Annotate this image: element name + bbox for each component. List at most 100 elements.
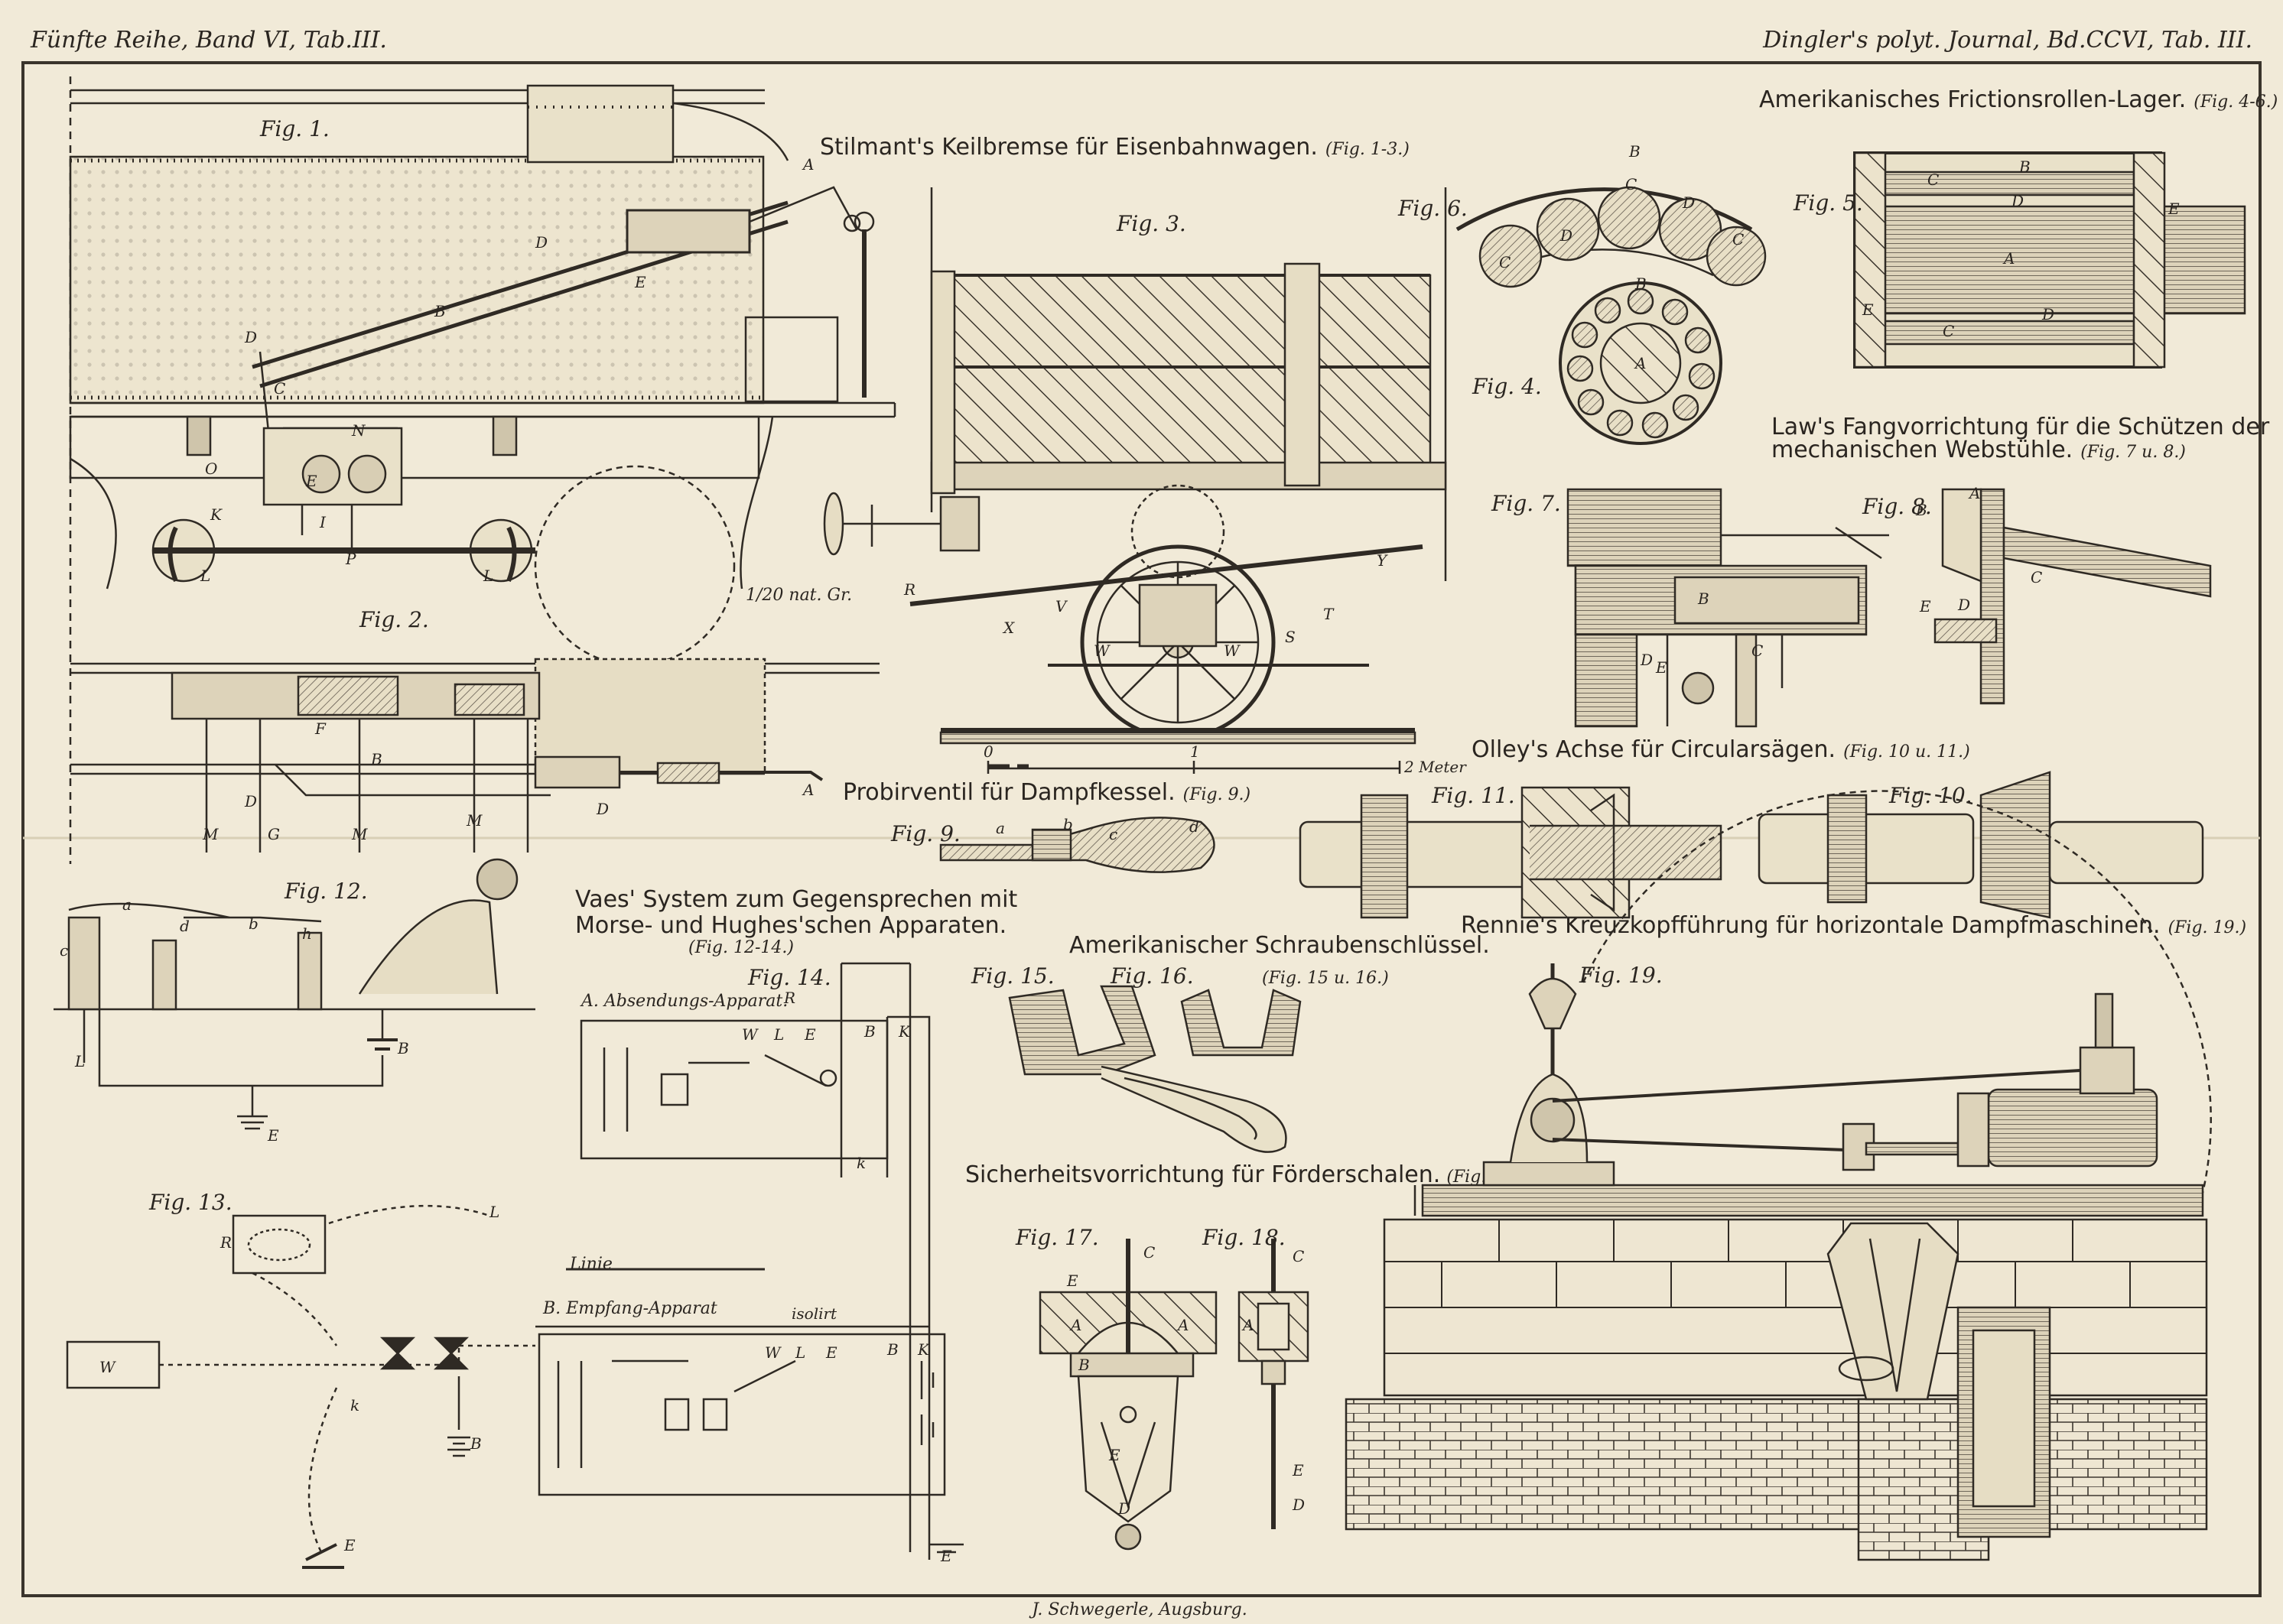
- svg-text:(Fig. 15 u. 16.): (Fig. 15 u. 16.): [1262, 969, 1389, 988]
- fig5-letter-D: D: [2011, 192, 2024, 210]
- fig12-letter-B: B: [397, 1039, 409, 1057]
- fig14-letter-E: E: [804, 1025, 816, 1044]
- section-vaes-title: Vaes' System zum Gegensprechen mit Morse…: [575, 886, 1017, 957]
- svg-text:Stilmant's Keilbremse für Eise: Stilmant's Keilbremse für Eisenbahnwagen…: [820, 134, 1410, 161]
- fig14-letter-L: L: [773, 1025, 784, 1044]
- fig14-letter-E2: E: [825, 1343, 837, 1362]
- fig8-label: Fig. 8.: [1862, 494, 1932, 519]
- fig5-bearing-section-drawing: [1853, 151, 2246, 369]
- fig4-letter-A: A: [1634, 354, 1646, 372]
- fig5-letter-E2: E: [1862, 300, 1874, 319]
- scale-ratio-label: 1/20 nat. Gr.: [746, 586, 852, 605]
- fig8-letter-C: C: [2031, 568, 2042, 586]
- section-stilmant-title: Stilmant's Keilbremse für Eisenbahnwagen…: [820, 134, 1410, 161]
- svg-text:Olley's Achse für Circularsäge: Olley's Achse für Circularsägen.(Fig. 10…: [1472, 736, 1970, 763]
- fig19-label: Fig. 19.: [1579, 963, 1663, 988]
- fig6-letter-D2: D: [1682, 193, 1695, 212]
- fig6-letter-B: B: [1628, 142, 1641, 161]
- fig7-letter-C: C: [1751, 641, 1763, 660]
- fig6-letter-C2: C: [1625, 175, 1637, 193]
- scale-one: 1: [1190, 742, 1200, 761]
- fig1-letter-C: C: [274, 379, 285, 398]
- fig3-letter-X: X: [1002, 619, 1015, 637]
- section-olley-title: Olley's Achse für Circularsägen.(Fig. 10…: [1472, 736, 1970, 763]
- fig18-letter-D: D: [1292, 1496, 1305, 1514]
- fig5-label: Fig. 5.: [1793, 190, 1863, 216]
- fig18-letter-C: C: [1293, 1247, 1304, 1265]
- fig2-letter-D2: D: [596, 800, 609, 818]
- fig14-linie-label: Linie: [569, 1255, 613, 1274]
- fig13-circuit-drawing: [66, 1204, 535, 1569]
- fig12-letter-b: b: [249, 914, 259, 933]
- fig7-letter-B: B: [1697, 590, 1709, 608]
- fig9-letter-d: d: [1189, 817, 1199, 836]
- fig15-label: Fig. 15.: [971, 963, 1055, 989]
- plate-border: [21, 61, 2262, 1597]
- fig1-letter-E: E: [634, 273, 646, 291]
- fig5-letter-D2: D: [2041, 305, 2054, 323]
- fig13-letter-W: W: [99, 1358, 116, 1376]
- scale-zero: 0: [984, 742, 994, 761]
- fig8-letter-D: D: [1957, 596, 1970, 614]
- fig8-letter-B: B: [1915, 501, 1927, 519]
- fig13-label: Fig. 13.: [148, 1190, 233, 1215]
- fig3-letter-V: V: [1055, 597, 1068, 615]
- fig14-apparatus-drawing: [535, 962, 964, 1560]
- fig2-letter-A: A: [802, 781, 814, 799]
- fig3-label: Fig. 3.: [1116, 211, 1186, 236]
- fig14-empfang-label: B. Empfang-Apparat: [542, 1299, 717, 1318]
- fig12-telegraph-key-drawing: [54, 858, 535, 1130]
- fig14-letter-R: R: [783, 989, 795, 1007]
- fig6-letter-D: D: [1559, 226, 1572, 245]
- fig14-letter-B: B: [863, 1022, 876, 1041]
- fig9-valve-drawing: [939, 817, 1215, 873]
- fig1-letter-N: N: [351, 421, 366, 440]
- fig13-letter-B: B: [470, 1434, 482, 1453]
- fig16-wrench-jaw-drawing: [1180, 989, 1302, 1057]
- fig12-letter-h: h: [302, 924, 312, 943]
- fig14-letter-W: W: [742, 1025, 759, 1044]
- fig9-label: Fig. 9.: [890, 821, 961, 846]
- fig1-letter-D: D: [535, 233, 548, 252]
- fig7-loom-catch-drawing: [1566, 488, 1889, 728]
- fig14-letter-B2: B: [886, 1340, 899, 1359]
- fig6-letter-C: C: [1499, 253, 1511, 271]
- fig17-letter-A2: A: [1176, 1316, 1189, 1334]
- fig11-label: Fig. 11.: [1431, 783, 1515, 808]
- fig14-absendungs-label: A. Absendungs-Apparat.: [580, 992, 788, 1011]
- fig17-letter-A: A: [1069, 1316, 1081, 1334]
- fig4-letter-B: B: [1634, 274, 1647, 293]
- fig2-letter-M2: M: [466, 811, 483, 830]
- fig1-label: Fig. 1.: [259, 116, 330, 141]
- fig1-letter-E2: E: [305, 472, 317, 490]
- fig14-letter-K: K: [898, 1022, 911, 1041]
- fig4-roller-ring-drawing: [1559, 281, 1722, 445]
- section-schraubenschluessel-title: Amerikanischer Schraubenschlüssel. (Fig.…: [1069, 932, 1490, 988]
- fig19-steam-engine-drawing: [1345, 790, 2212, 1561]
- fig12-letter-L: L: [74, 1052, 85, 1070]
- fig12-letter-a: a: [122, 895, 132, 914]
- fig12-letter-E: E: [267, 1126, 279, 1145]
- fig8-letter-A: A: [1968, 484, 1980, 502]
- header-right: Dingler's polyt. Journal, Bd.CCVI, Tab. …: [1762, 27, 2252, 54]
- fig10-label: Fig. 10.: [1888, 783, 1972, 808]
- fig10-arbor-drawing: [1758, 771, 2204, 919]
- fig2-letter-D: D: [244, 792, 257, 810]
- fig14-letter-E3: E: [940, 1547, 952, 1565]
- fig14-letter-k: k: [857, 1154, 866, 1172]
- fig7-label: Fig. 7.: [1491, 491, 1561, 516]
- svg-text:Morse- und Hughes'schen Appara: Morse- und Hughes'schen Apparaten.: [575, 912, 1007, 939]
- fig2-plan-drawing: [70, 658, 880, 853]
- fig1-letter-B: B: [434, 302, 446, 320]
- fig1-letter-A: A: [802, 155, 814, 174]
- fig13-letter-k: k: [350, 1396, 359, 1415]
- section-probirventil-title: Probirventil für Dampfkessel.(Fig. 9.): [843, 779, 1250, 806]
- fig3-letter-Y: Y: [1377, 551, 1388, 570]
- fig5-letter-A: A: [2002, 249, 2015, 268]
- fig3-letter-R: R: [903, 580, 915, 599]
- fig18-label: Fig. 18.: [1202, 1225, 1286, 1250]
- fig1-letter-K: K: [210, 505, 223, 524]
- fig17-letter-E2: E: [1108, 1446, 1120, 1464]
- fig14-label: Fig. 14.: [747, 965, 831, 990]
